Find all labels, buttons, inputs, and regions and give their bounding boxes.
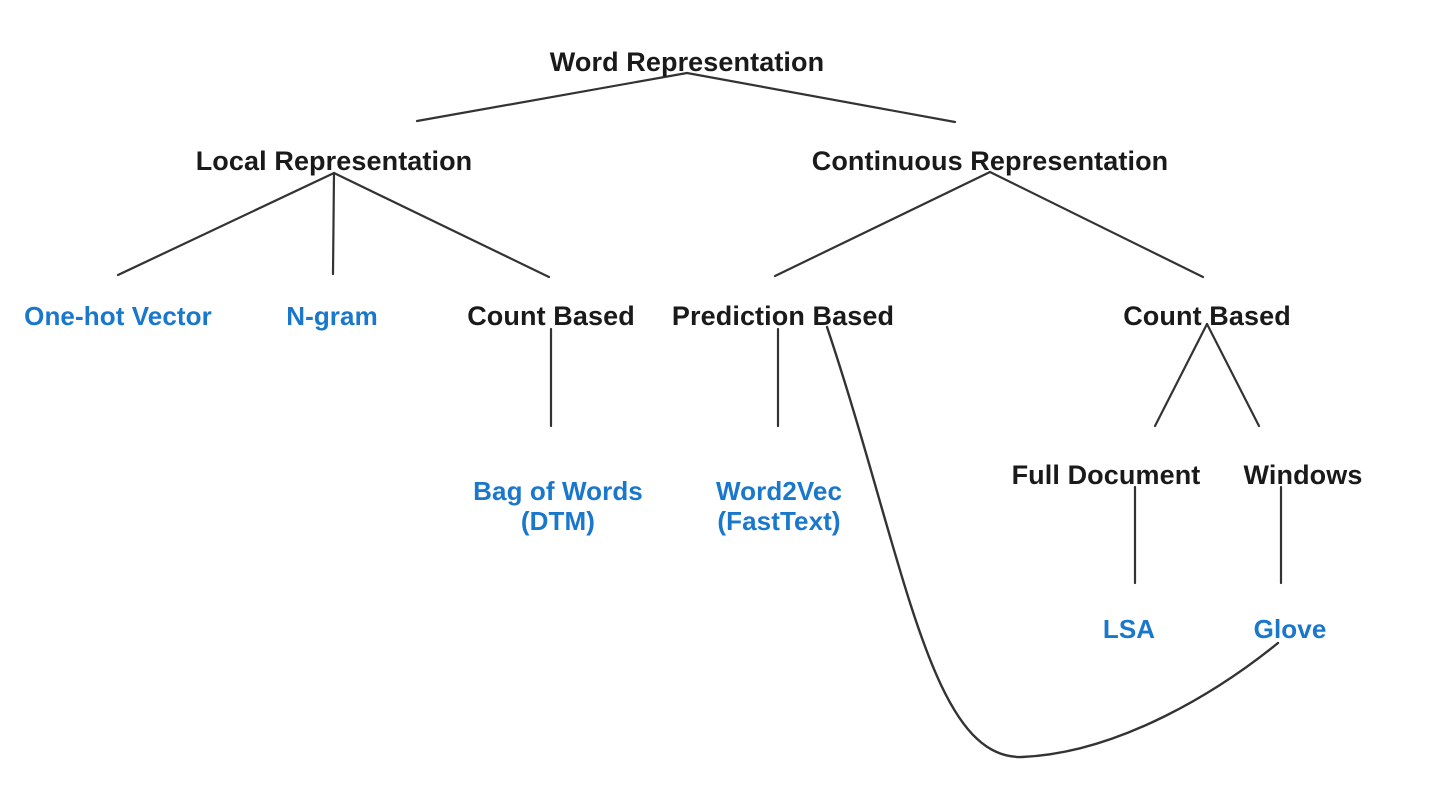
tree-edge-continuous-to-prediction [773, 170, 992, 278]
tree-edge-continuous-to-count-right [988, 170, 1205, 279]
tree-node-local: Local Representation [195, 146, 473, 176]
tree-edge-root-to-continuous [685, 71, 957, 124]
tree-node-onehot: One-hot Vector [24, 301, 212, 331]
tree-edge-prediction-to-glove [825, 325, 1280, 759]
tree-node-prediction: Prediction Based [671, 301, 895, 331]
tree-edge-local-to-count-left [332, 171, 551, 279]
tree-node-fulldoc: Full Document [1011, 460, 1201, 490]
tree-edge-root-to-local [415, 71, 689, 123]
tree-edge-count-right-to-windows [1205, 322, 1261, 428]
tree-node-count-left: Count Based [467, 301, 635, 331]
tree-edge-local-to-ngram [331, 171, 336, 276]
tree-edge-count-right-to-fulldoc [1153, 322, 1209, 428]
tree-node-continuous: Continuous Representation [811, 146, 1169, 176]
tree-node-count-right: Count Based [1123, 301, 1291, 331]
tree-edge-local-to-onehot [116, 171, 336, 277]
tree-node-glove: Glove [1253, 614, 1327, 644]
tree-node-word2vec: Word2Vec (FastText) [715, 476, 843, 537]
tree-node-lsa: LSA [1102, 614, 1156, 644]
tree-node-ngram: N-gram [286, 301, 378, 331]
tree-node-root: Word Representation [549, 47, 825, 77]
tree-node-bow: Bag of Words (DTM) [473, 476, 643, 537]
tree-node-windows: Windows [1243, 460, 1363, 490]
